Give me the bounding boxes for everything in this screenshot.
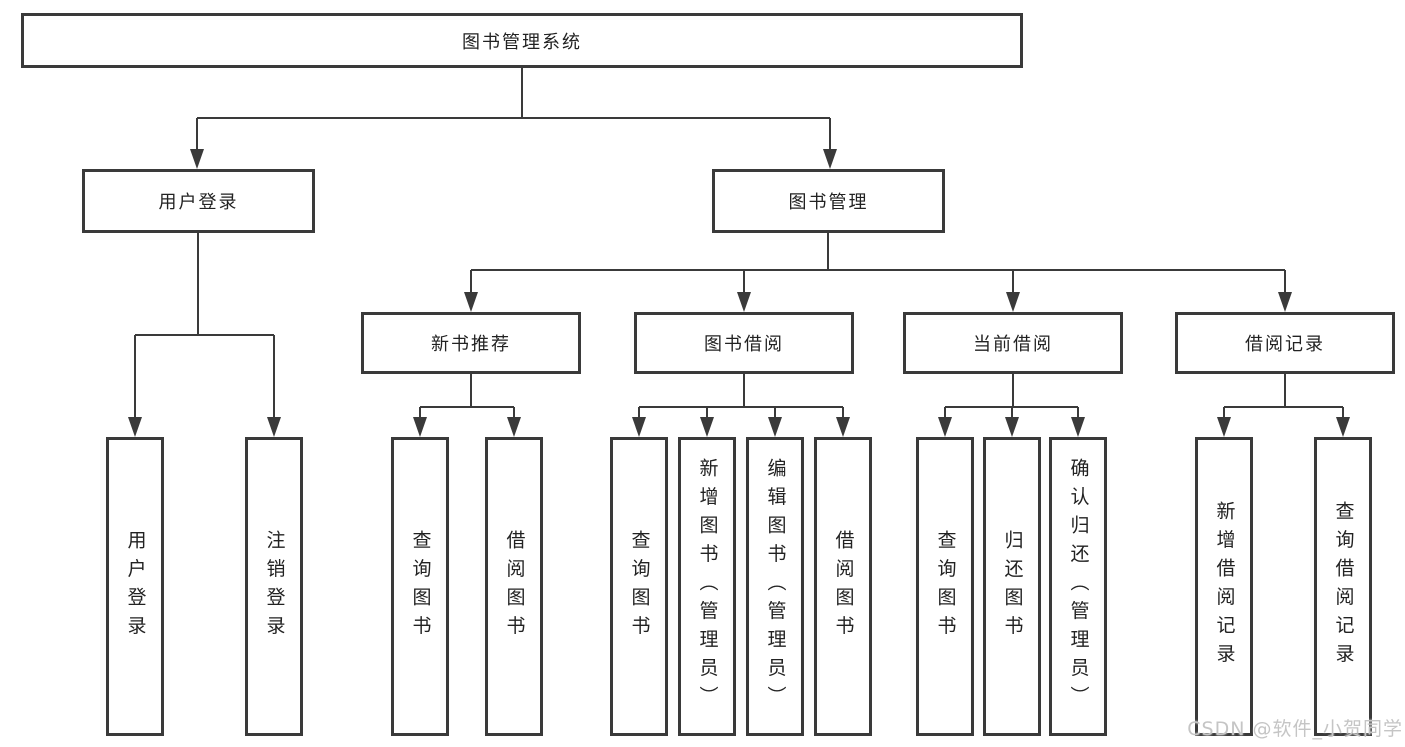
leaf-logout: 注销登录 [245, 437, 303, 736]
leaf-add-borrow-record-label: 新增借阅记录 [1213, 501, 1236, 672]
leaf-user-login-label: 用户登录 [124, 529, 147, 644]
leaf-return-books-label: 归还图书 [1001, 529, 1024, 644]
leaf-query-borrow-record: 查询借阅记录 [1314, 437, 1372, 736]
leaf-query-books-recommend-label: 查询图书 [409, 529, 432, 644]
leaf-borrow-books-borrowing-label: 借阅图书 [832, 529, 855, 644]
node-root-system-label: 图书管理系统 [462, 31, 582, 53]
node-current-borrowing: 当前借阅 [903, 312, 1123, 374]
leaf-query-books-borrowing: 查询图书 [610, 437, 668, 736]
leaf-user-login: 用户登录 [106, 437, 164, 736]
leaf-query-books-current: 查询图书 [916, 437, 974, 736]
node-new-book-recommend-label: 新书推荐 [431, 334, 511, 355]
node-new-book-recommend: 新书推荐 [361, 312, 581, 374]
node-current-borrowing-label: 当前借阅 [973, 334, 1053, 355]
leaf-logout-label: 注销登录 [263, 529, 286, 644]
leaf-confirm-return-admin: 确认归还（管理员） [1049, 437, 1107, 736]
leaf-borrow-books-recommend-label: 借阅图书 [503, 529, 526, 644]
leaf-query-books-recommend: 查询图书 [391, 437, 449, 736]
leaf-add-book-admin-label: 新增图书（管理员） [696, 458, 719, 715]
node-book-borrowing-label: 图书借阅 [704, 334, 784, 355]
leaf-return-books: 归还图书 [983, 437, 1041, 736]
node-book-management-branch-label: 图书管理 [788, 192, 869, 213]
node-borrowing-records: 借阅记录 [1175, 312, 1395, 374]
node-book-borrowing: 图书借阅 [634, 312, 854, 374]
leaf-add-borrow-record: 新增借阅记录 [1195, 437, 1253, 736]
leaf-query-books-current-label: 查询图书 [934, 529, 957, 644]
leaf-edit-book-admin-label: 编辑图书（管理员） [764, 458, 787, 715]
leaf-borrow-books-recommend: 借阅图书 [485, 437, 543, 736]
leaf-edit-book-admin: 编辑图书（管理员） [746, 437, 804, 736]
csdn-watermark: CSDN @软件_小贺同学 [1187, 718, 1403, 740]
leaf-add-book-admin: 新增图书（管理员） [678, 437, 736, 736]
node-book-management-branch: 图书管理 [712, 169, 945, 233]
leaf-query-borrow-record-label: 查询借阅记录 [1332, 501, 1355, 672]
leaf-query-books-borrowing-label: 查询图书 [628, 529, 651, 644]
leaf-confirm-return-admin-label: 确认归还（管理员） [1067, 458, 1090, 715]
node-borrowing-records-label: 借阅记录 [1245, 334, 1325, 355]
leaf-borrow-books-borrowing: 借阅图书 [814, 437, 872, 736]
node-user-login-branch: 用户登录 [82, 169, 315, 233]
node-user-login-branch-label: 用户登录 [158, 192, 239, 213]
node-root-system: 图书管理系统 [21, 13, 1023, 68]
